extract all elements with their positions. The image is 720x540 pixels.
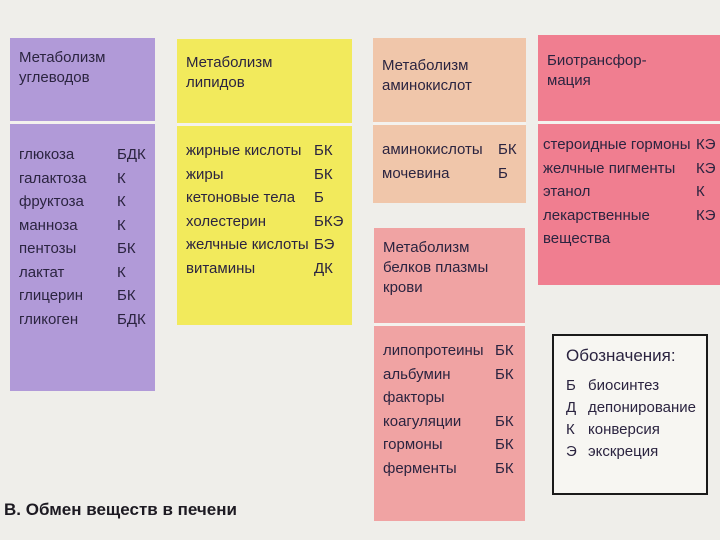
- legend-title: Обозначения:: [566, 346, 676, 365]
- list-item: вещества: [543, 230, 611, 247]
- list-item: факторы: [383, 389, 445, 406]
- block-divider: [177, 123, 352, 126]
- block-title: Метаболизм белков плазмы крови: [383, 239, 489, 296]
- block-divider: [373, 122, 526, 125]
- block-divider: [10, 121, 155, 124]
- block-title: Метаболизм углеводов: [19, 49, 106, 86]
- block-title: Биотрансфор- мация: [547, 52, 647, 89]
- block-title: Метаболизм аминокислот: [382, 57, 472, 94]
- block-divider: [538, 121, 720, 124]
- block-title: Метаболизм липидов: [186, 54, 273, 91]
- figure-caption: В. Обмен веществ в печени: [4, 500, 237, 519]
- block-divider: [374, 323, 525, 326]
- plasma-protein-metabolism-block: Метаболизм белков плазмы крови липопроте…: [374, 228, 525, 521]
